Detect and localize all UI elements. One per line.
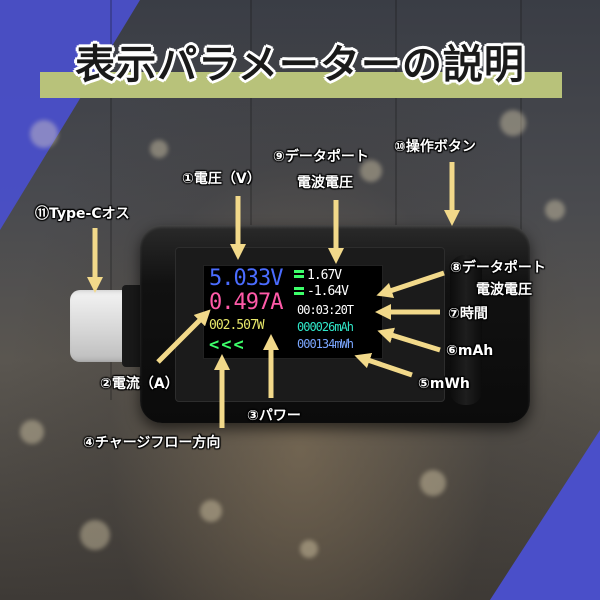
bokeh-light [20,420,44,444]
bokeh-light [80,520,110,550]
background-wood-line [110,0,112,400]
mwh-callout-arrow [354,353,413,378]
mwh-reading: 000134mWh [297,337,354,351]
usb-icon-bar [294,270,304,273]
page-title: 表示パラメーターの説明 [75,42,525,88]
current-callout-arrow [156,309,211,364]
label-button: ⑩操作ボタン [394,139,476,155]
mah-reading: 000026mAh [297,320,354,334]
label-typec: ⑪Type-Cオス [35,206,130,222]
voltage-reading: 5.033V [209,266,283,291]
label-power: ③パワー [247,408,301,424]
label-flow: ④チャージフロー方向 [83,435,221,451]
corner-decoration-top-left [0,0,140,230]
bokeh-light [360,160,382,182]
bokeh-light [150,140,168,158]
label-voltage: ①電圧（V） [182,171,261,187]
elapsed-time-reading: 00:03:20T [297,303,354,317]
bokeh-light [30,120,58,148]
charge-flow-arrows: <<< [209,335,246,355]
usb-icon-bar [294,287,304,290]
usb-icon-bar [294,275,304,278]
operation-button[interactable] [450,255,482,405]
current-reading: 0.497A [209,290,283,315]
bokeh-light [420,470,446,496]
corner-decoration-bottom-right [490,430,600,600]
dminus-voltage-reading: -1.64V [307,284,349,299]
label-time: ⑦時間 [448,306,488,322]
label-dminus-line1: ⑧データポート [450,260,546,276]
dminus-callout-arrow [376,270,445,299]
label-dplus-line1: ⑨データポート [273,149,369,165]
label-dminus-line2: 電波電圧 [476,282,532,298]
background-wood-line [250,0,252,400]
bokeh-light [545,200,565,220]
bokeh-light [300,540,318,558]
bokeh-light [200,500,222,522]
label-dplus-line2: 電波電圧 [297,175,353,191]
power-reading: 002.507W [209,318,265,333]
background-wood-line [395,0,397,400]
label-mwh: ⑤mWh [418,376,470,392]
lcd-screen: 5.033V 0.497A 002.507W <<< 1.67V -1.64V … [203,265,383,359]
dplus-voltage-reading: 1.67V [307,268,342,283]
background-wood-line [520,0,522,400]
usb-icon-bar [294,292,304,295]
bokeh-light [500,110,526,136]
mah-callout-arrow [377,327,441,353]
label-mah: ⑥mAh [446,343,494,359]
label-current: ②電流（A） [100,376,179,392]
title-underline-band [40,72,562,98]
